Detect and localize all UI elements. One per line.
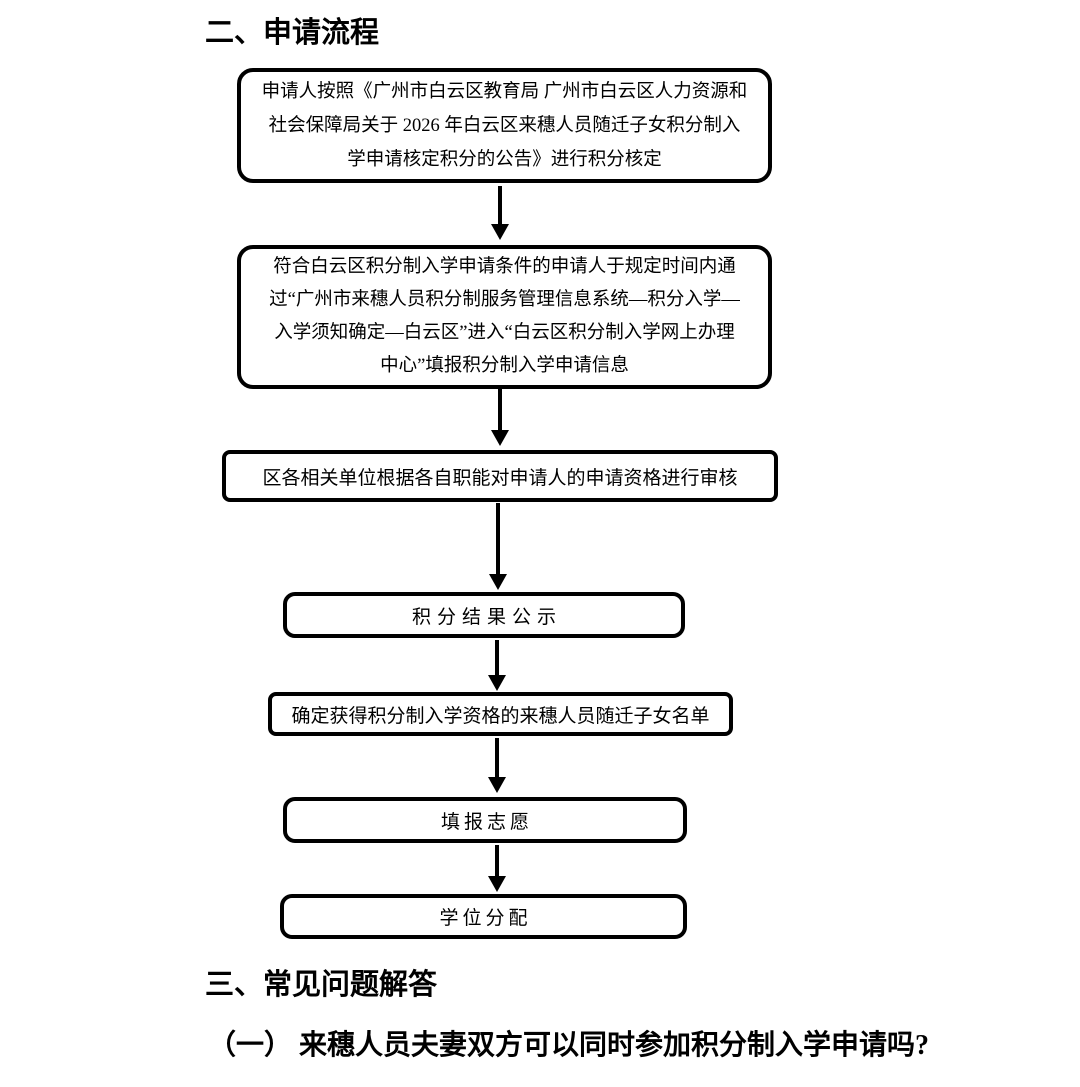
flow-step-text-line: 过“广州市来穗人员积分制服务管理信息系统—积分入学— [269,290,740,310]
flow-arrow-down-3 [489,503,507,590]
flow-step-text-line: 学申请核定积分的公告》进行积分核定 [347,149,662,170]
flow-arrow-down-1 [491,186,509,240]
flow-arrow-down-6 [488,845,506,892]
section-heading-faq: 三、常见问题解答 [205,969,438,1001]
flow-step-text-line: 确定获得积分制入学资格的来穗人员随迁子女名单 [291,705,710,727]
flow-step-text-line: 学位分配 [439,908,532,929]
flow-step-text-line: 中心”填报积分制入学申请信息 [380,356,629,376]
flow-step-qualified-children-list: 确定获得积分制入学资格的来穗人员随迁子女名单 [268,692,733,736]
flow-step-text-line: 填报志愿 [440,811,533,833]
flow-arrow-down-5 [488,738,506,793]
flow-step-text-line: 符合白云区积分制入学申请条件的申请人于规定时间内通 [273,257,736,277]
flow-arrow-down-4 [488,640,506,691]
flow-step-points-result-publicity: 积分结果公示 [283,592,685,638]
flow-arrow-down-2 [491,389,509,446]
flow-step-online-application: 符合白云区积分制入学申请条件的申请人于规定时间内通 过“广州市来穗人员积分制服务… [237,245,772,389]
flow-step-text-line: 入学须知确定—白云区”进入“白云区积分制入学网上办理 [274,323,735,343]
section-heading-application-process: 二、申请流程 [205,17,380,49]
flow-step-points-verification: 申请人按照《广州市白云区教育局 广州市白云区人力资源和 社会保障局关于 2026… [237,68,772,183]
flow-step-fill-in-preferences: 填报志愿 [283,797,687,843]
flow-step-text-line: 区各相关单位根据各自职能对申请人的申请资格进行审核 [262,467,738,489]
flow-step-text-line: 社会保障局关于 2026 年白云区来穗人员随迁子女积分制入 [268,115,741,136]
flow-step-qualification-review: 区各相关单位根据各自职能对申请人的申请资格进行审核 [222,450,778,502]
faq-question-1: （一） 来穗人员夫妻双方可以同时参加积分制入学申请吗? [208,1030,930,1061]
flow-step-text-line: 积分结果公示 [411,606,562,628]
flow-step-text-line: 申请人按照《广州市白云区教育局 广州市白云区人力资源和 [261,81,748,102]
flow-step-school-place-allocation: 学位分配 [280,894,687,939]
